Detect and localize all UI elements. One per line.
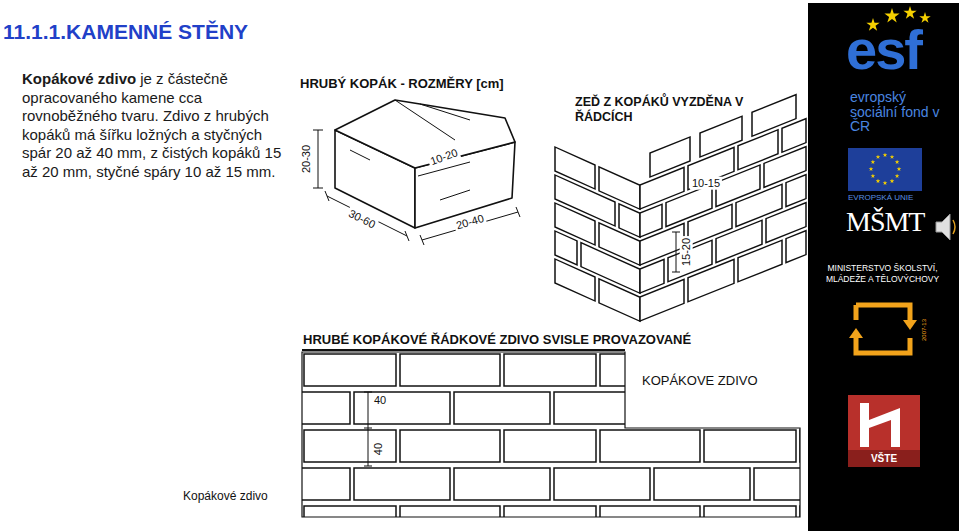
vste-logo-text: VŠTE (871, 453, 897, 465)
drawing-title: KOPÁKOVE ZDIVO (640, 374, 760, 389)
dimension-label: 30-60 (345, 206, 379, 232)
caption: Kopákové zdivo (183, 490, 268, 504)
body-paragraph: Kopákové zdivoje z částečně opracovaného… (22, 70, 294, 181)
term-bold: Kopákové zdivo (22, 70, 136, 87)
drawing-title: HRUBÉ KOPÁKOVÉ ŘÁDKOVÉ ZDIVO SVISLE PROV… (303, 333, 691, 348)
esf-logo-text: esf (846, 22, 921, 78)
dimension-label: 10-15 (690, 177, 722, 190)
speaker-icon (936, 214, 955, 240)
op-logo-years: 2007-13 (921, 319, 928, 341)
dimension-label: 15-20 (680, 236, 693, 268)
slide-title: 11.1.1.KAMENNÉ STĚNY (3, 20, 248, 44)
stone-block (335, 100, 515, 228)
dimension-label: 40 (372, 441, 385, 457)
eu-logo-caption: EVROPSKÁ UNIE (848, 193, 913, 202)
dimension-label: 20-30 (300, 143, 313, 175)
op-logo (849, 305, 917, 353)
msmt-logo-text: MŠMT (846, 206, 924, 238)
eu-flag (848, 148, 922, 191)
dimension-label: 40 (372, 394, 388, 407)
coursed-masonry-elevation (302, 350, 800, 517)
wall-end-face (555, 147, 640, 321)
drawing-title: HRUBÝ KOPÁK - ROZMĚRY [cm] (300, 77, 504, 92)
eu-stars (869, 153, 902, 186)
logo-sidebar (808, 3, 959, 531)
dimension-lines (313, 130, 520, 245)
vste-logo (848, 395, 920, 467)
ministry-caption: MINISTERSTVO ŠKOLSTVÍ, MLÁDEŽE A TĚLOVÝC… (808, 263, 957, 284)
wall-front-face (640, 91, 806, 321)
drawing-title: ZEĎ Z KOPÁKŮ VYZDĚNA V ŘÁDCÍCH (575, 95, 765, 125)
esf-logo-caption: evropský sociální fond v ČR (850, 90, 945, 134)
